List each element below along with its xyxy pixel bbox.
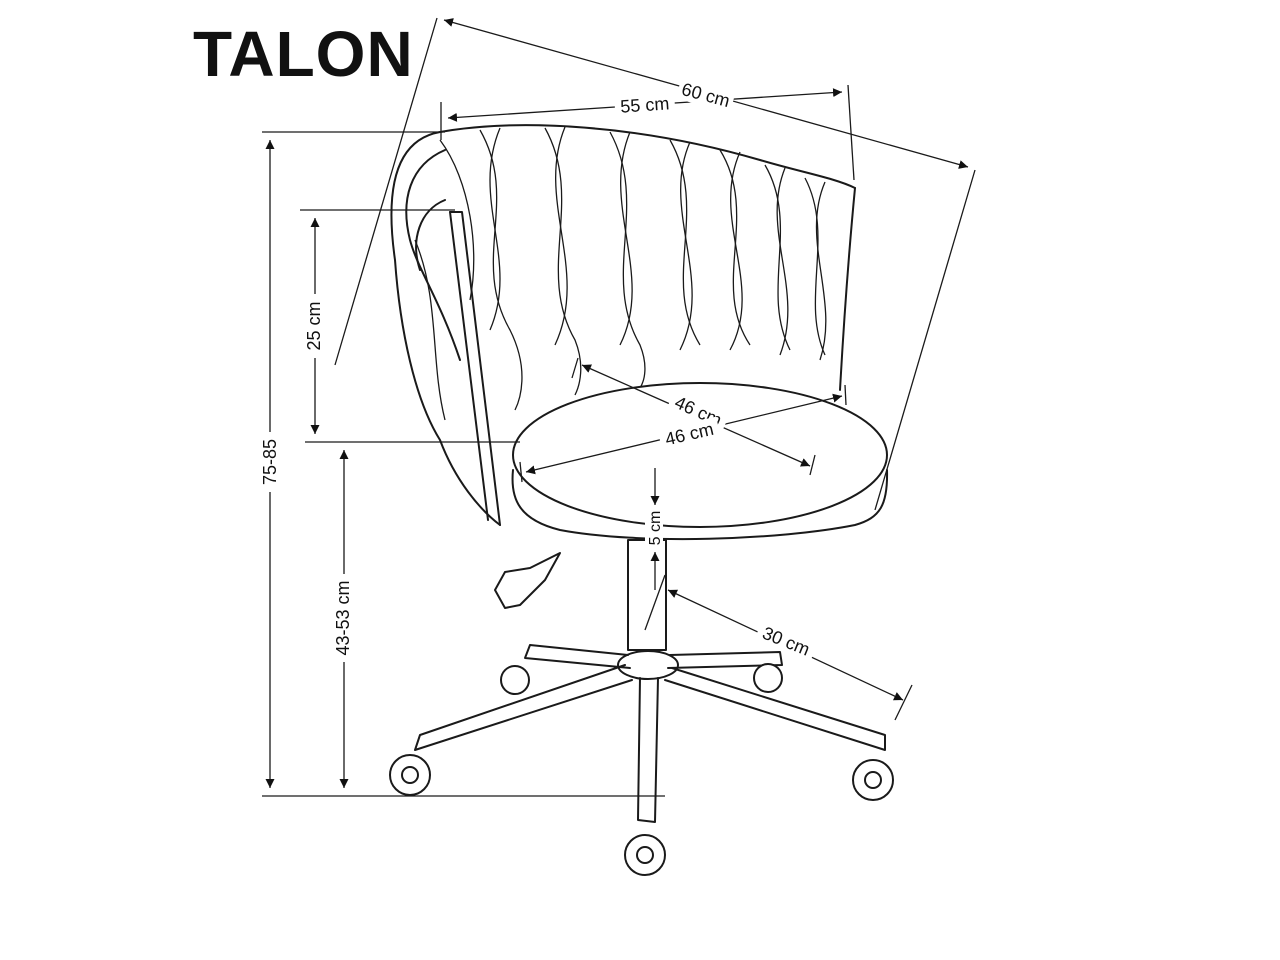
back-post <box>449 211 501 526</box>
label-back-width: 55 cm <box>620 93 670 116</box>
label-seat-height: 43-53 cm <box>333 580 353 655</box>
height-lever <box>494 552 561 609</box>
gas-lift <box>627 539 667 651</box>
label-total-height: 75-85 <box>260 439 280 485</box>
woven-strands <box>414 126 827 421</box>
chair-illustration <box>389 124 894 876</box>
product-title: TALON <box>193 18 414 90</box>
backrest-shell <box>390 131 501 526</box>
label-base-radius: 30 cm <box>760 623 813 660</box>
seat-base <box>511 469 889 541</box>
label-seat-thickness: 5 cm <box>647 511 664 546</box>
label-backrest-height: 25 cm <box>304 301 324 350</box>
dimension-labels: 60 cm 55 cm 25 cm 75-85 43-53 cm 46 cm 4… <box>259 77 819 663</box>
casters <box>389 663 894 876</box>
